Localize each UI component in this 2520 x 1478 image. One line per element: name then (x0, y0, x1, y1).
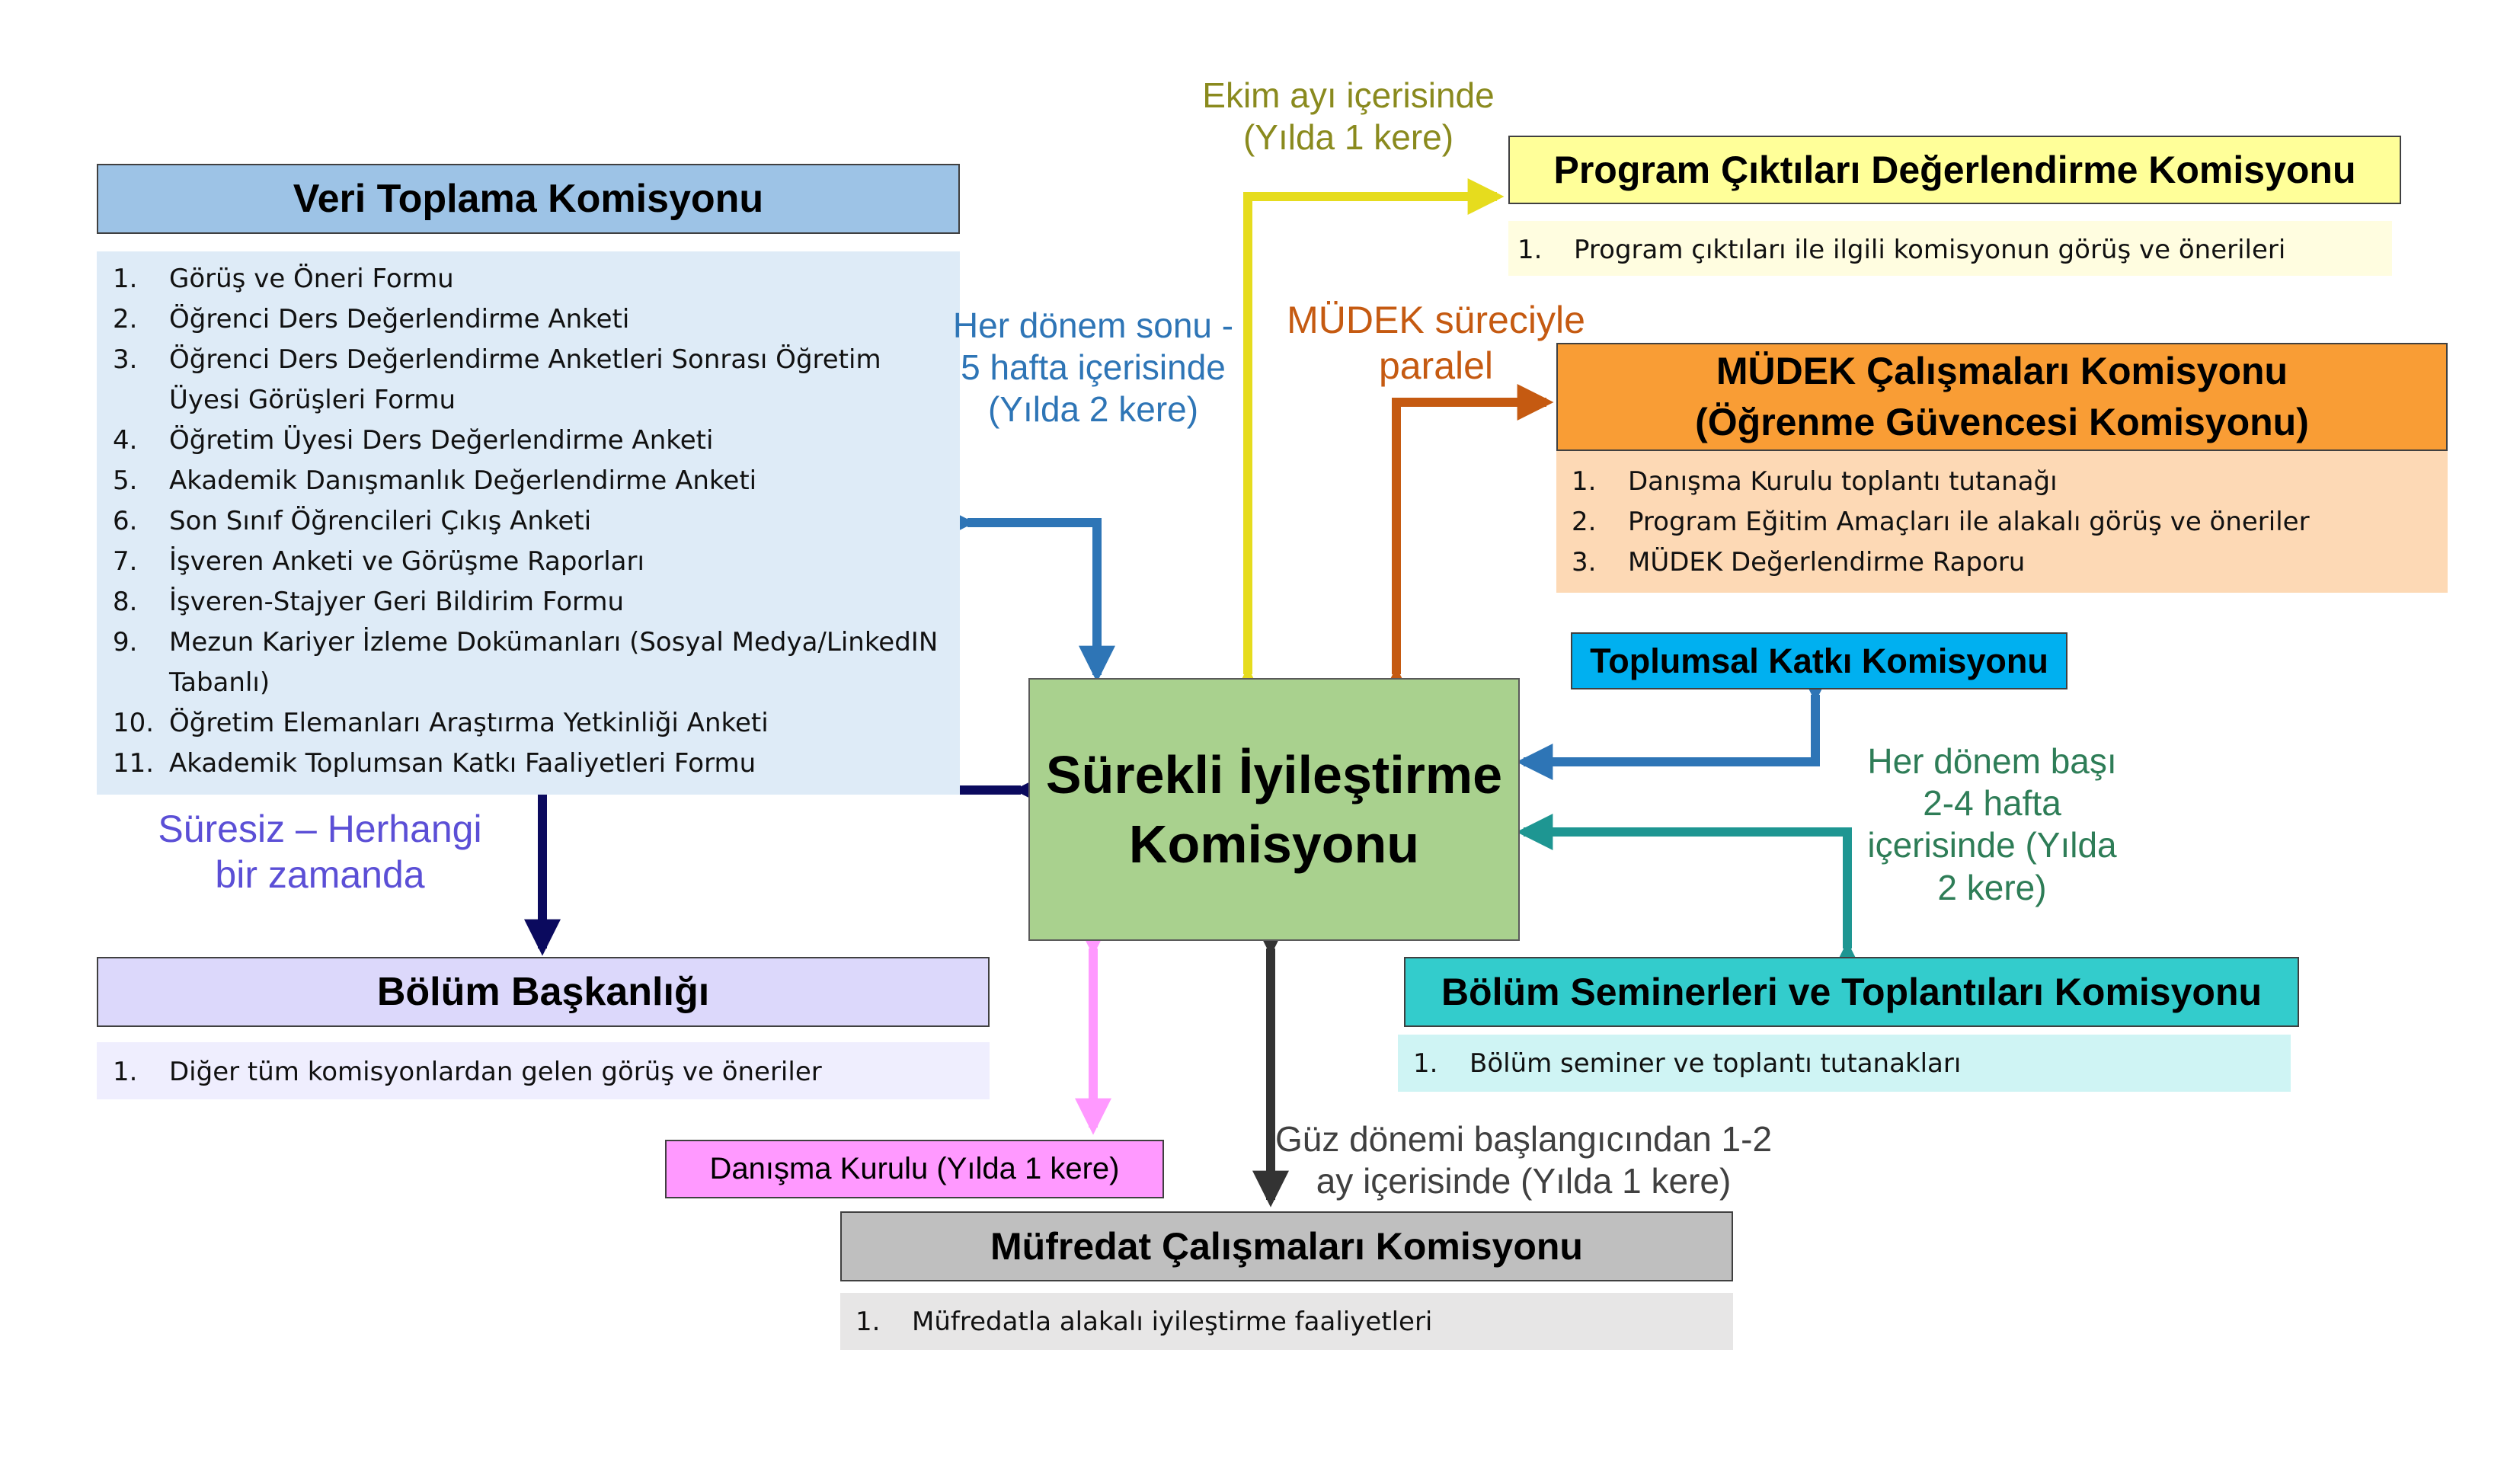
mufredat-title: Müfredat Çalışmaları Komisyonu (990, 1225, 1583, 1268)
danisma-kurulu-title: Danışma Kurulu (Yılda 1 kere) (709, 1152, 1120, 1185)
list-item: 11.Akademik Toplumsan Katkı Faaliyetleri… (113, 748, 756, 779)
center-title-line2: Komisyonu (1128, 814, 1420, 874)
program-ciktilari-list: 1.Program çıktıları ile ilgili komisyonu… (1517, 231, 2386, 269)
arrow-seminer-center (1516, 814, 1866, 978)
list-item: 9.Mezun Kariyer İzleme Dokümanları (Sosy… (113, 627, 939, 698)
seminer-title: Bölüm Seminerleri ve Toplantıları Komisy… (1441, 971, 2263, 1013)
program-ciktilari-title: Program Çıktıları Değerlendirme Komisyon… (1553, 149, 2356, 191)
toplumsal-katki-box: Toplumsal Katkı Komisyonu (1571, 632, 2067, 689)
arrow-center-baskan (524, 772, 1051, 956)
bolum-baskanligi-body (97, 1042, 990, 1099)
arrow-toplumsal-center (1516, 665, 1834, 780)
label-her-donem-sonu: Her dönem sonu - 5 hafta içerisinde (Yıl… (952, 306, 1234, 430)
mudek-body (1556, 451, 2448, 593)
veri-toplama-body (97, 251, 960, 795)
mudek-title-line2: (Öğrenme Güvencesi Komisyonu) (1695, 401, 2309, 443)
label-ekim: Ekim ayı içerisinde (Yılda 1 kere) (1202, 75, 1495, 158)
program-ciktilari-header: Program Çıktıları Değerlendirme Komisyon… (1508, 136, 2401, 204)
bolum-baskanligi-header: Bölüm Başkanlığı (97, 957, 990, 1027)
label-mudek-sureci: MÜDEK süreciyle paralel (1287, 299, 1585, 387)
center-box: Sürekli İyileştirme Komisyonu (1028, 678, 1520, 941)
label-suresiz: Süresiz – Herhangi bir zamanda (158, 808, 482, 896)
list-item: 1.Görüş ve Öneri Formu (113, 264, 454, 294)
veri-toplama-list: 1.Görüş ve Öneri Formu 2.Öğrenci Ders De… (113, 259, 951, 784)
mudek-header: MÜDEK Çalışmaları Komisyonu (Öğrenme Güv… (1556, 343, 2448, 451)
mufredat-list: 1.Müfredatla alakalı iyileştirme faaliye… (855, 1303, 1724, 1341)
list-item: 2.Program Eğitim Amaçları ile alakalı gö… (1572, 507, 2310, 537)
list-item: 3.Öğrenci Ders Değerlendirme Anketleri S… (113, 344, 881, 415)
list-item: 1.Program çıktıları ile ilgili komisyonu… (1517, 235, 2286, 265)
label-her-donem-basi: Her dönem başı 2-4 hafta içerisinde (Yıl… (1867, 741, 2117, 907)
list-item: 1.Müfredatla alakalı iyileştirme faaliye… (855, 1307, 1433, 1337)
toplumsal-katki-title: Toplumsal Katkı Komisyonu (1590, 641, 2048, 680)
list-item: 1.Diğer tüm komisyonlardan gelen görüş v… (113, 1057, 822, 1087)
mufredat-body (840, 1293, 1733, 1350)
mudek-list: 1.Danışma Kurulu toplantı tutanağı 2.Pro… (1572, 462, 2440, 583)
danisma-kurulu-box: Danışma Kurulu (Yılda 1 kere) (665, 1140, 1164, 1198)
list-item: 2.Öğrenci Ders Değerlendirme Anketi (113, 304, 630, 334)
arrow-mudek-center (1378, 384, 1554, 704)
seminer-body (1398, 1035, 2291, 1092)
arrow-veri-center (938, 504, 1115, 683)
label-guz: Güz dönemi başlangıcından 1-2 ay içerisi… (1274, 1119, 1773, 1201)
veri-toplama-header: Veri Toplama Komisyonu (97, 164, 960, 234)
mudek-title-line1: MÜDEK Çalışmaları Komisyonu (1716, 349, 2288, 392)
bolum-baskanligi-list: 1.Diğer tüm komisyonlardan gelen görüş v… (113, 1053, 981, 1091)
bolum-baskanligi-title: Bölüm Başkanlığı (376, 970, 710, 1014)
list-item: 10.Öğretim Elemanları Araştırma Yetkinli… (113, 708, 769, 738)
list-item: 5.Akademik Danışmanlık Değerlendirme Ank… (113, 465, 757, 496)
list-item: 7.İşveren Anketi ve Görüşme Raporları (113, 546, 644, 577)
list-item: 4.Öğretim Üyesi Ders Değerlendirme Anket… (113, 425, 714, 456)
mufredat-header: Müfredat Çalışmaları Komisyonu (840, 1211, 1733, 1281)
list-item: 3.MÜDEK Değerlendirme Raporu (1572, 547, 2026, 577)
center-title-line1: Sürekli İyileştirme (1045, 744, 1503, 805)
veri-toplama-title: Veri Toplama Komisyonu (293, 177, 764, 221)
list-item: 1.Bölüm seminer ve toplantı tutanakları (1413, 1048, 1962, 1079)
seminer-list: 1.Bölüm seminer ve toplantı tutanakları (1413, 1045, 2282, 1083)
list-item: 6.Son Sınıf Öğrencileri Çıkış Anketi (113, 506, 592, 536)
program-ciktilari-body (1508, 221, 2392, 276)
arrow-center-program (1230, 178, 1505, 704)
seminer-header: Bölüm Seminerleri ve Toplantıları Komisy… (1404, 957, 2299, 1027)
list-item: 1.Danışma Kurulu toplantı tutanağı (1572, 466, 2058, 497)
list-item: 8.İşveren-Stajyer Geri Bildirim Formu (113, 587, 625, 617)
